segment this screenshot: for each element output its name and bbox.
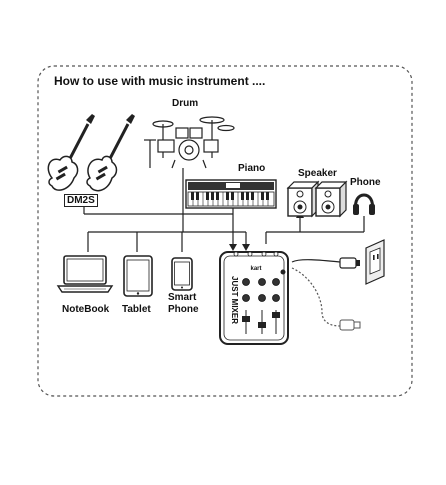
smartphone-icon (171, 257, 193, 291)
phone-label: Phone (350, 177, 381, 188)
mixer-icon (219, 251, 289, 345)
drum-label: Drum (172, 98, 199, 109)
electric-guitar-icon (86, 114, 135, 192)
piano-label: Piano (238, 163, 266, 174)
tablet-label: Tablet (122, 304, 151, 315)
page-title: How to use with music instrument .... (54, 74, 266, 88)
mixer-brand: kart (250, 266, 261, 272)
laptop-icon (56, 255, 114, 293)
speaker-label: Speaker (298, 168, 337, 179)
mixer-name: JUST MIXER (230, 276, 239, 324)
dm2s-label: DM2S (64, 194, 98, 207)
power-cable (291, 259, 341, 263)
tablet-icon (123, 255, 153, 297)
dashed-frame (37, 65, 413, 397)
speaker-icon (286, 180, 320, 218)
connection-lines (83, 168, 365, 252)
piano-keyboard-icon (185, 179, 277, 209)
arrow-in-1 (229, 244, 237, 251)
headphones-icon (353, 193, 375, 215)
speaker-icon-2 (314, 180, 348, 218)
notebook-label: NoteBook (62, 304, 110, 315)
bass-guitar-icon (47, 114, 95, 191)
smart-phone-label-1: Smart (168, 292, 197, 303)
drum-kit-icon (144, 116, 235, 169)
arrow-in-2 (242, 244, 250, 251)
usb-plug-icon (339, 319, 361, 331)
usb-cable (291, 267, 341, 327)
wall-outlet-icon (339, 239, 385, 285)
smart-phone-label-2: Phone (168, 304, 199, 315)
